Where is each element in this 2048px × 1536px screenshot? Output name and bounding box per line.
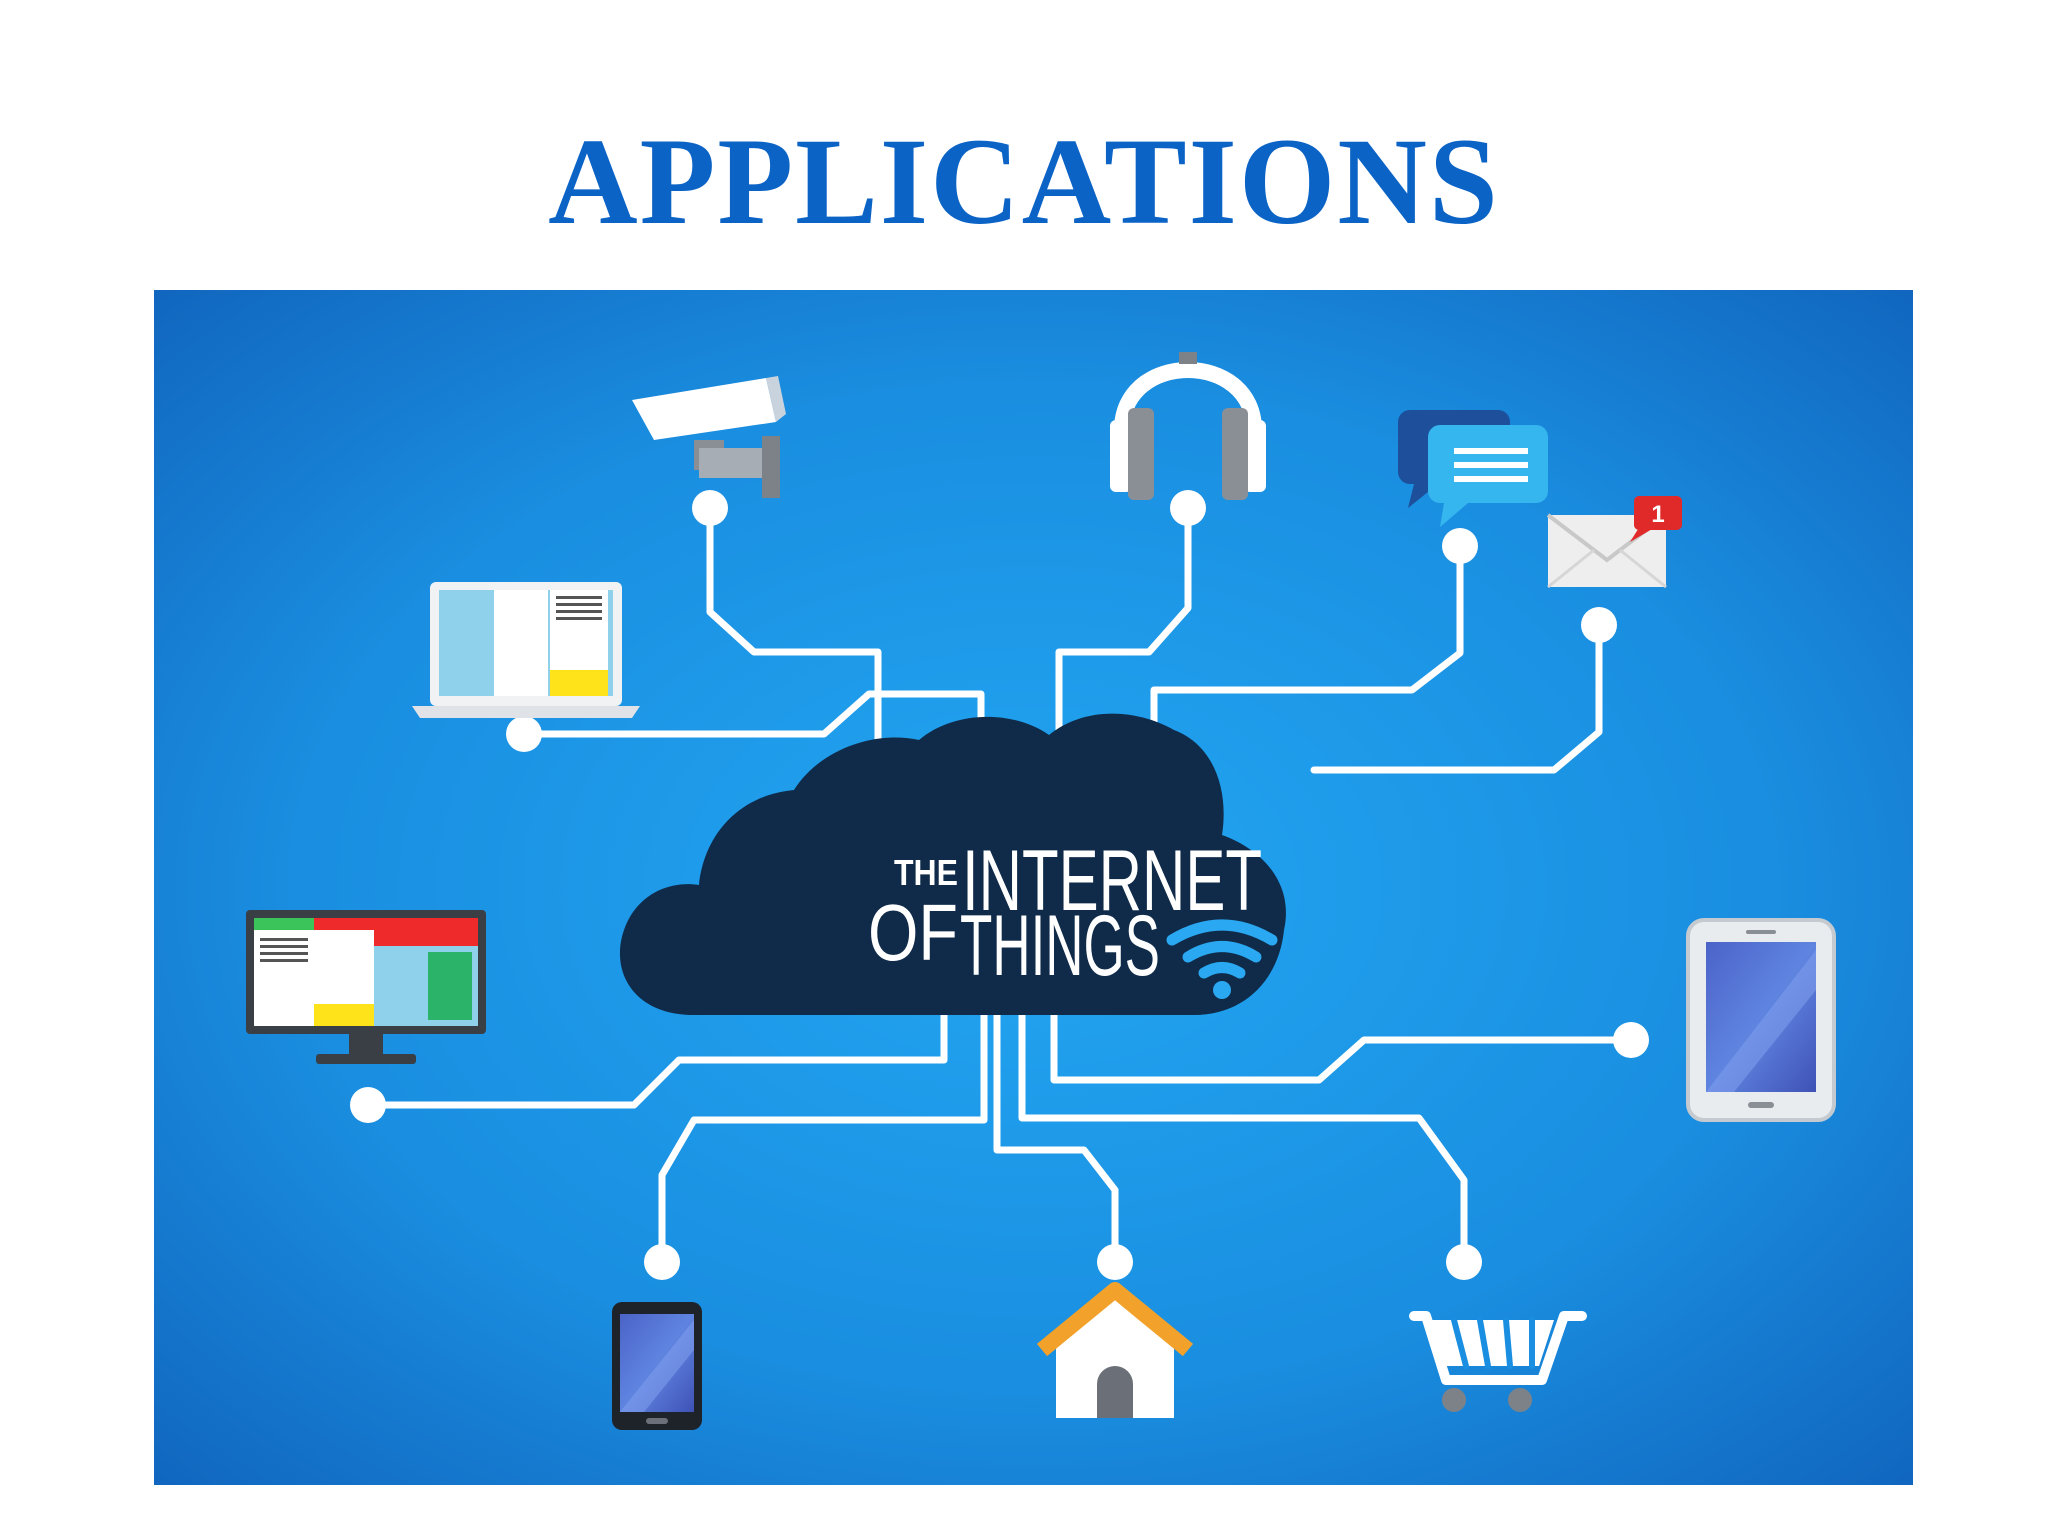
dot-headphones <box>1170 490 1206 526</box>
line-cart <box>1018 1002 1468 1266</box>
notification-badge: 1 <box>1630 496 1682 542</box>
smartphone-icon <box>612 1302 702 1430</box>
dot-camera <box>692 490 728 526</box>
tablet-icon <box>1686 918 1836 1122</box>
iot-diagram-svg: THE INTERNET OF THINGS <box>154 290 1913 1485</box>
cctv-camera-icon <box>632 376 786 498</box>
endpoint-dots <box>350 490 1649 1280</box>
cloud-shape <box>619 713 1286 1015</box>
iot-diagram: THE INTERNET OF THINGS <box>154 290 1913 1485</box>
dot-house <box>1097 1244 1133 1280</box>
connection-lines <box>364 504 1635 1266</box>
slide-title: APPLICATIONS <box>548 113 1500 250</box>
line-headphones <box>1055 504 1192 744</box>
cloud-text-internet: INTERNET <box>962 833 1262 929</box>
headphones-icon <box>1110 352 1266 500</box>
dot-tablet <box>1613 1022 1649 1058</box>
dot-chat <box>1442 528 1478 564</box>
dot-monitor <box>350 1087 386 1123</box>
house-icon <box>1036 1282 1194 1418</box>
line-laptop <box>520 690 985 764</box>
line-chat <box>1150 542 1464 739</box>
iot-cloud: THE INTERNET OF THINGS <box>619 713 1286 1015</box>
notification-count: 1 <box>1651 501 1664 528</box>
dot-laptop <box>506 716 542 752</box>
envelope-icon: 1 <box>1546 496 1682 589</box>
line-monitor <box>364 1002 948 1109</box>
wifi-icon <box>1166 919 1278 999</box>
chat-bubble-icon <box>1398 410 1548 527</box>
dot-email <box>1581 607 1617 643</box>
line-tablet <box>1050 1002 1635 1084</box>
dot-cart <box>1446 1244 1482 1280</box>
monitor-icon <box>246 910 486 1064</box>
cloud-text-the: THE <box>894 852 958 893</box>
line-camera <box>706 504 882 744</box>
line-phone <box>658 1002 988 1266</box>
line-house <box>993 1002 1119 1266</box>
laptop-icon <box>412 582 640 718</box>
cloud-text-of: OF <box>868 888 958 977</box>
dot-phone <box>644 1244 680 1280</box>
cloud-text-things: THINGS <box>960 898 1160 994</box>
shopping-cart-icon <box>1409 1311 1587 1412</box>
line-email <box>1310 621 1603 774</box>
cloud-title: THE INTERNET OF THINGS <box>868 833 1262 994</box>
